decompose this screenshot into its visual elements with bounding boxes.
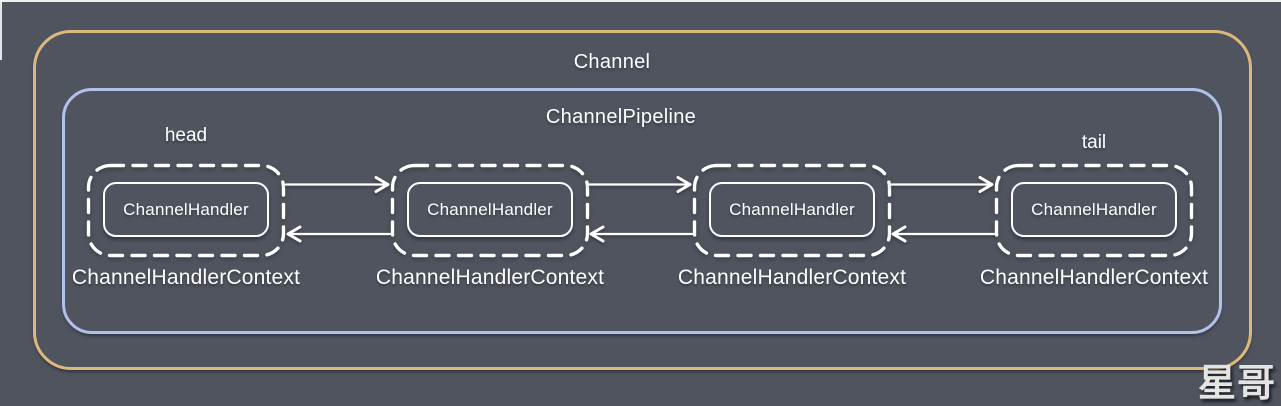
watermark: 星哥 (1197, 361, 1276, 405)
channel-handler-box: ChannelHandler (709, 182, 875, 237)
handler-unit-head: head ChannelHandler ChannelHandlerContex… (72, 125, 300, 289)
channel-handler-label: ChannelHandler (729, 199, 855, 219)
channel-handler-box: ChannelHandler (103, 182, 269, 237)
handler-context-dashed-box (86, 163, 286, 258)
screenshot-left-edge (0, 0, 2, 60)
pipeline-label: ChannelPipeline (545, 106, 697, 128)
channel-handler-box: ChannelHandler (407, 182, 573, 237)
channel-handler-context-label: ChannelHandlerContext (375, 266, 605, 289)
channel-handler-label: ChannelHandler (1031, 199, 1157, 219)
channel-handler-label: ChannelHandler (123, 199, 249, 219)
channel-handler-context-label: ChannelHandlerContext (979, 266, 1209, 289)
handler-unit-tail: tail ChannelHandler ChannelHandlerContex… (980, 132, 1208, 289)
channel-handler-context-label: ChannelHandlerContext (71, 266, 301, 289)
channel-handler-label: ChannelHandler (427, 199, 553, 219)
channel-container-box (33, 30, 1252, 370)
handler-unit-2: ChannelHandler ChannelHandlerContext (376, 163, 604, 289)
handler-context-dashed-box (390, 163, 590, 258)
screenshot-top-edge (0, 0, 1281, 2)
pipeline-container-box (62, 88, 1222, 334)
handler-unit-3: ChannelHandler ChannelHandlerContext (678, 163, 906, 289)
channel-handler-context-label: ChannelHandlerContext (677, 266, 907, 289)
position-label-head: head (164, 125, 208, 146)
handler-context-dashed-box (994, 163, 1194, 258)
channel-handler-box: ChannelHandler (1011, 182, 1177, 237)
channel-label: Channel (573, 51, 651, 73)
handler-context-dashed-box (692, 163, 892, 258)
position-label-tail: tail (1081, 132, 1107, 153)
